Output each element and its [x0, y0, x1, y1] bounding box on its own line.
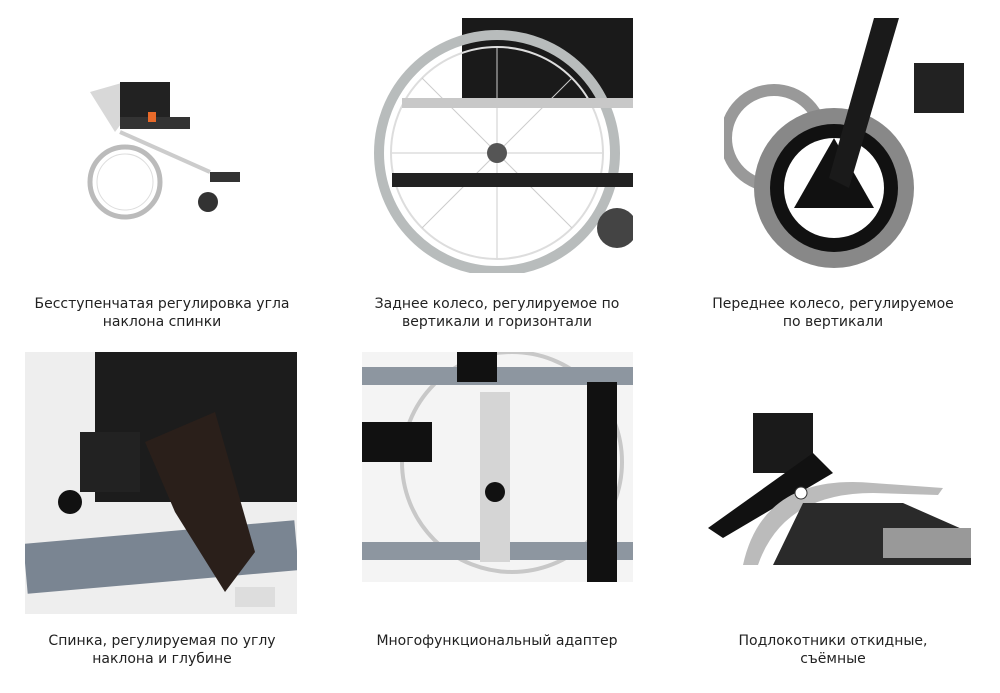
caption-line: по вертикали: [782, 314, 884, 330]
caption-line: съёмные: [800, 651, 866, 667]
caption-line: наклона спинки: [102, 314, 222, 330]
feature-caption: Переднее колесо, регулируемое по вертика…: [683, 295, 983, 331]
feature-caption: Заднее колесо, регулируемое по вертикали…: [347, 295, 647, 331]
feature-caption: Многофункциональный адаптер: [347, 632, 647, 650]
feature-caption: Подлокотники откидные, съёмные: [683, 632, 983, 668]
backrest-bracket-image: [25, 352, 297, 614]
armrest-image: [703, 413, 971, 565]
caption-line: наклона и глубине: [92, 651, 232, 667]
adapter-image: [362, 352, 633, 582]
caption-line: Заднее колесо, регулируемое по: [374, 296, 620, 312]
caption-line: Бесступенчатая регулировка угла: [34, 296, 290, 312]
caption-line: вертикали и горизонтали: [402, 314, 592, 330]
feature-caption: Бесступенчатая регулировка угла наклона …: [12, 295, 312, 331]
feature-caption: Спинка, регулируемая по углу наклона и г…: [12, 632, 312, 668]
caption-line: Подлокотники откидные,: [738, 633, 928, 649]
caption-line: Многофункциональный адаптер: [376, 633, 618, 649]
front-wheel-image: [724, 18, 972, 270]
caption-line: Переднее колесо, регулируемое: [712, 296, 954, 312]
wheelchair-overview-image: [60, 72, 250, 220]
rear-wheel-image: [362, 18, 633, 273]
caption-line: Спинка, регулируемая по углу: [48, 633, 276, 649]
